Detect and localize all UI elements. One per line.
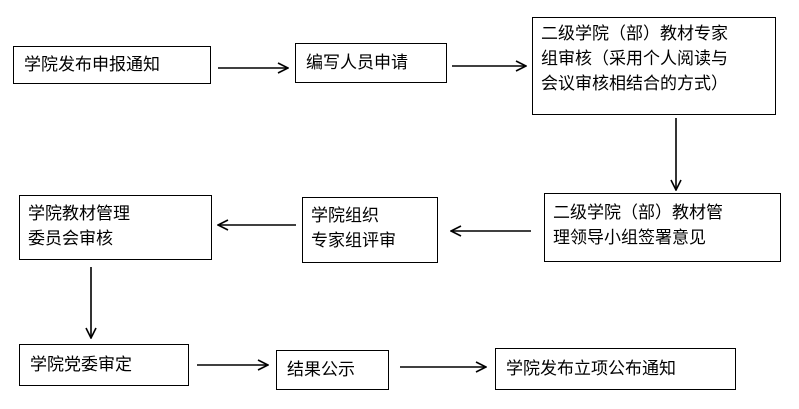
- node-college-textbook-committee-review: 学院教材管理 委员会审核: [19, 195, 212, 260]
- node-label: 编写人员申请: [306, 52, 408, 73]
- node-write-personnel-application: 编写人员申请: [295, 43, 447, 83]
- node-label: 学院发布立项公布通知: [506, 358, 676, 379]
- node-line: 委员会审核: [28, 229, 113, 249]
- node-line: 二级学院（部）教材管: [553, 203, 723, 223]
- node-line: 理领导小组签署意见: [553, 228, 706, 248]
- node-college-party-committee-approval: 学院党委审定: [19, 344, 189, 386]
- node-secondary-college-leadership-sign-opinion: 二级学院（部）教材管 理领导小组签署意见: [544, 193, 781, 262]
- node-college-organize-expert-panel-review: 学院组织 专家组评审: [302, 197, 438, 263]
- node-line: 二级学院（部）教材专家: [541, 24, 728, 44]
- node-line: 会议审核相结合的方式）: [541, 74, 728, 94]
- node-label: 结果公示: [287, 359, 355, 380]
- node-line: 学院组织: [311, 206, 379, 226]
- node-label: 学院党委审定: [30, 354, 132, 375]
- node-college-publish-project-approval-notice: 学院发布立项公布通知: [495, 348, 736, 390]
- node-line: 组审核（采用个人阅读与: [541, 49, 728, 69]
- node-college-publish-application-notice: 学院发布申报通知: [13, 46, 211, 84]
- node-result-publicity: 结果公示: [276, 350, 389, 390]
- node-secondary-college-expert-review: 二级学院（部）教材专家 组审核（采用个人阅读与 会议审核相结合的方式）: [532, 17, 776, 115]
- node-line: 学院教材管理: [28, 204, 130, 224]
- node-label: 学院发布申报通知: [24, 54, 160, 75]
- node-line: 专家组评审: [311, 231, 396, 251]
